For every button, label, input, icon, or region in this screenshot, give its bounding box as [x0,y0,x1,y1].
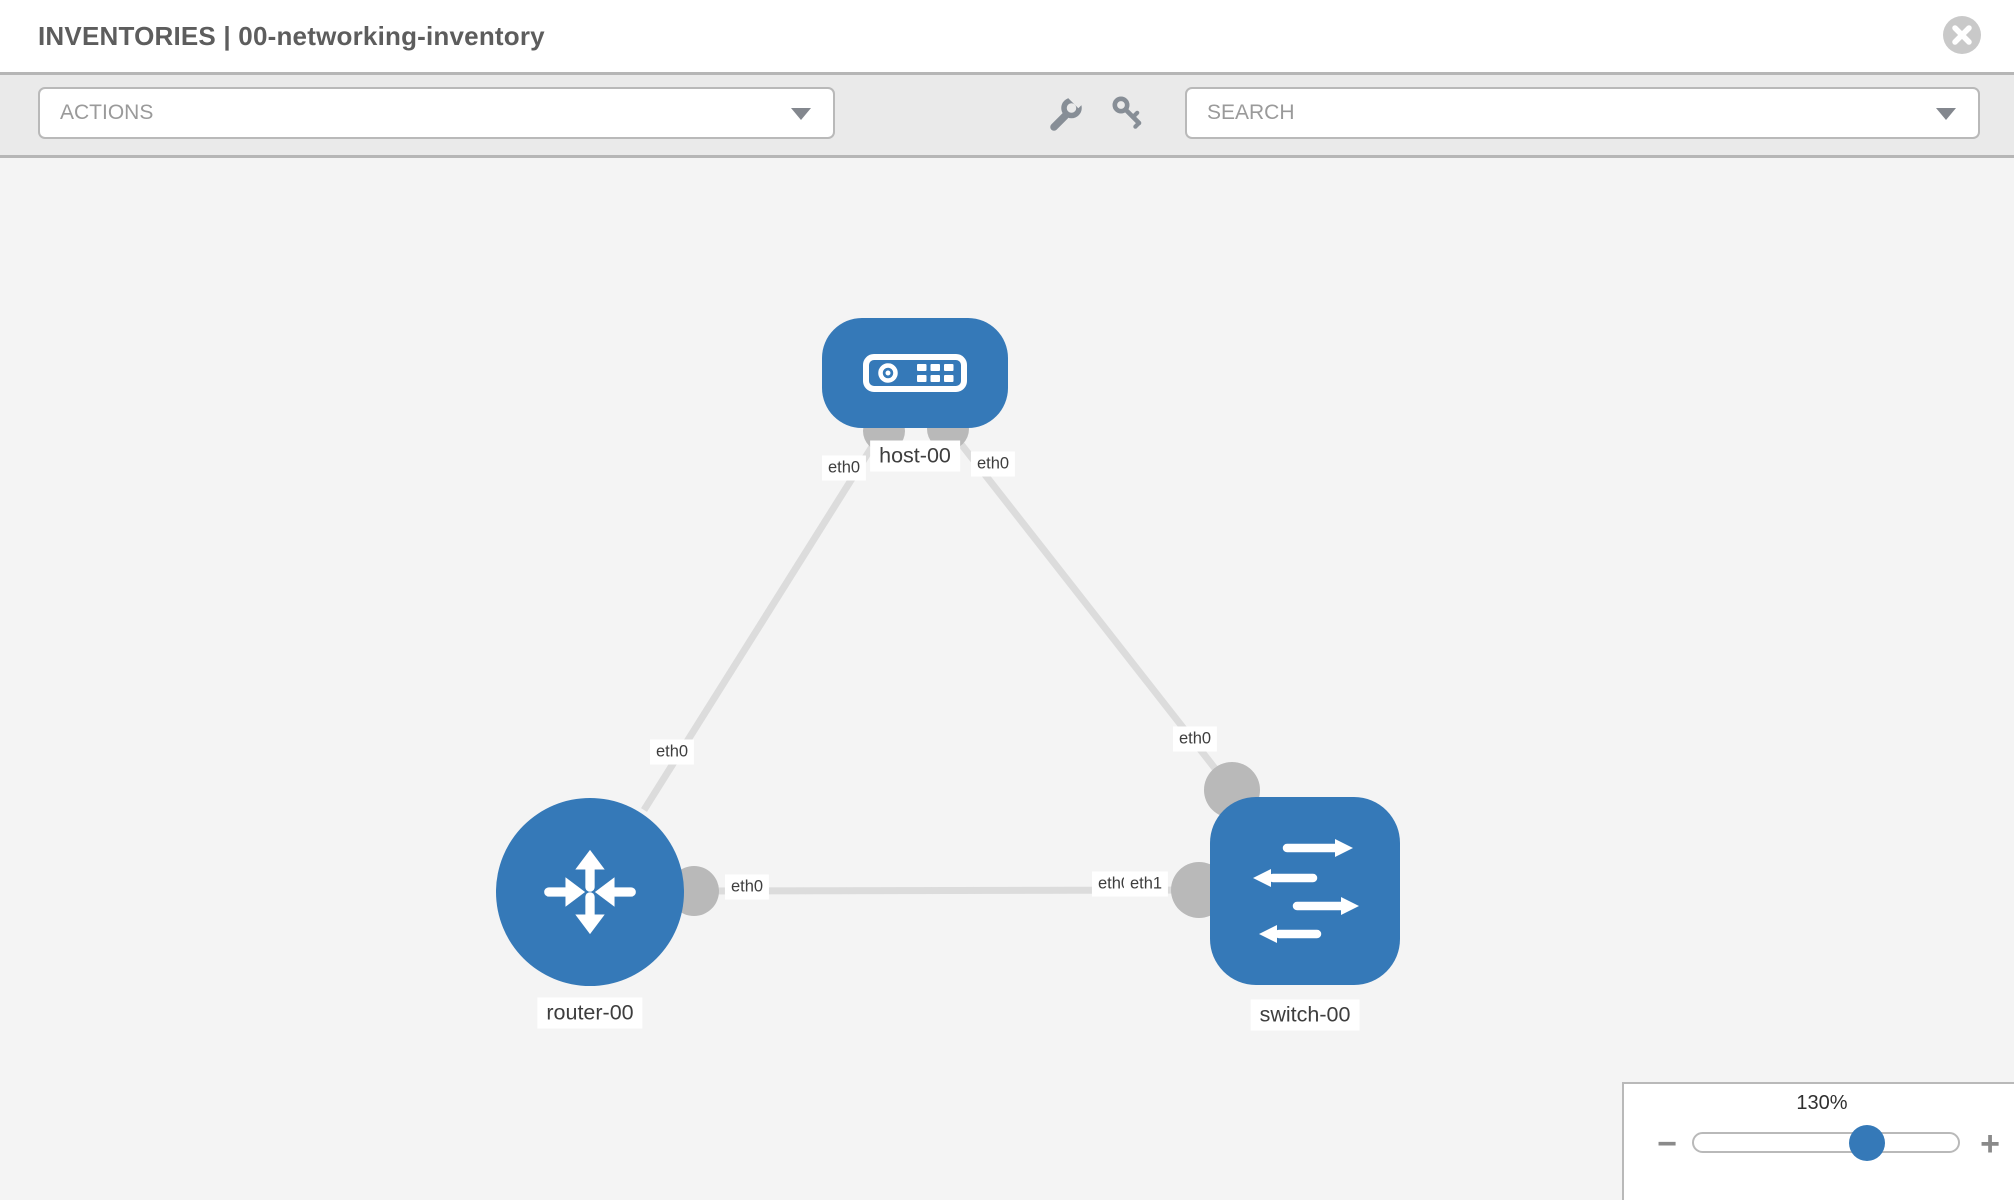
node-label-router-00: router-00 [537,997,643,1029]
search-dropdown[interactable]: SEARCH [1185,87,1980,139]
page-title: INVENTORIES | 00-networking-inventory [38,20,545,51]
node-label-host-00: host-00 [870,440,960,472]
interface-label-router00-eth0-to-switch: eth0 [724,874,770,900]
zoom-panel: 130% − + [1622,1082,2014,1200]
interface-label-switch00-eth0-to-host: eth0 [1172,726,1218,752]
plus-icon: + [1980,1124,2000,1163]
interface-label-router00-eth0-to-host: eth0 [649,739,695,765]
chevron-down-icon [791,108,811,120]
actions-dropdown[interactable]: ACTIONS [38,87,835,139]
toolbar: ACTIONS SEARCH [0,72,2014,158]
node-router-00[interactable] [496,798,684,986]
zoom-level-label: 130% [1796,1092,1848,1114]
zoom-slider-knob[interactable] [1849,1125,1885,1161]
links-layer [641,408,1260,918]
window-header: INVENTORIES | 00-networking-inventory [0,0,2014,72]
zoom-out-button[interactable]: − [1647,1124,1687,1164]
node-label-switch-00: switch-00 [1250,999,1360,1031]
zoom-slider-track[interactable] [1692,1125,1960,1161]
close-button[interactable] [1943,16,1981,54]
host-icon [863,354,967,392]
actions-dropdown-label: ACTIONS [60,101,154,124]
configure-button[interactable] [1043,89,1087,137]
interface-label-host00-eth0-to-router: eth0 [821,455,867,481]
topology-canvas[interactable]: host-00 router-00 switch-00 eth0 eth0 et… [0,158,2014,1200]
switch-icon [1253,839,1359,943]
router-icon [544,849,636,935]
search-dropdown-label: SEARCH [1207,101,1295,124]
node-switch-00[interactable] [1210,797,1400,985]
credentials-button[interactable] [1106,89,1150,137]
close-icon [1952,25,1972,45]
wrench-icon [1050,92,1085,131]
zoom-in-button[interactable]: + [1970,1124,2010,1164]
minus-icon: − [1657,1124,1677,1163]
key-icon [1112,96,1142,129]
node-host-00[interactable] [822,318,1008,428]
interface-label-switch00-eth1: eth1 [1123,871,1169,897]
interface-label-host00-eth0-to-switch: eth0 [970,451,1016,477]
chevron-down-icon [1936,108,1956,120]
